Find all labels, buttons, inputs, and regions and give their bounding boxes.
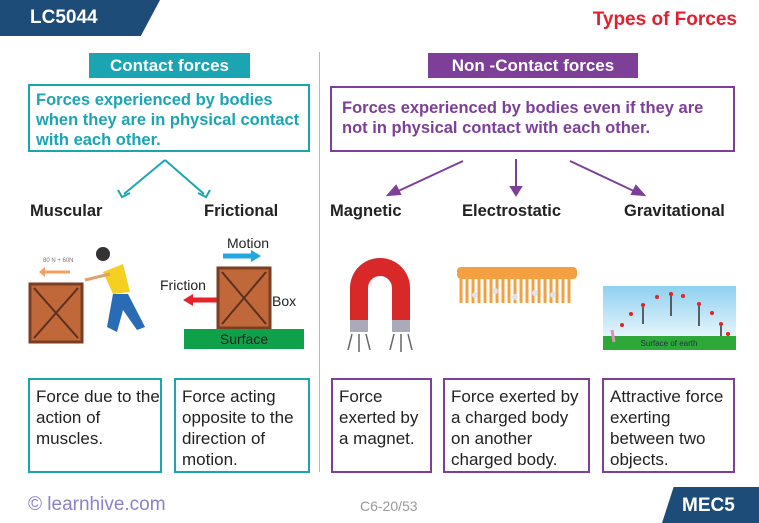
magnet-icon [347, 258, 413, 352]
frictional-description: Force acting opposite to the direction o… [174, 378, 310, 473]
module-code-badge: MEC5 [662, 487, 759, 523]
contact-forces-label: Contact forces [89, 53, 250, 78]
gravity-illustration: Surface of earth [603, 286, 736, 350]
contact-definition: Forces experienced by bodies when they a… [28, 84, 310, 152]
earth-surface-label: Surface of earth [641, 339, 698, 348]
lesson-code-banner: LC5044 [0, 0, 160, 36]
non-contact-definition: Forces experienced by bodies even if the… [330, 86, 735, 152]
motion-label: Motion [227, 235, 269, 251]
magnetic-description: Force exerted by a magnet. [331, 378, 432, 473]
electrostatic-description: Force exerted by a charged body on anoth… [443, 378, 590, 473]
magnetic-label: Magnetic [330, 202, 402, 220]
divider [319, 52, 320, 472]
page-title: Types of Forces [592, 9, 737, 30]
muscular-label: Muscular [30, 202, 103, 220]
box-label: Box [272, 293, 296, 309]
frictional-label: Frictional [204, 202, 279, 220]
friction-illustration: Motion Friction Box Surface [160, 235, 304, 349]
page-number: C6-20/53 [360, 498, 418, 514]
surface-label: Surface [220, 331, 268, 347]
friction-label: Friction [160, 277, 206, 293]
muscular-illustration: 80 N + 60N [28, 247, 145, 344]
gravitational-description: Attractive force exerting between two ob… [602, 378, 735, 473]
non-contact-forces-label: Non -Contact forces [428, 53, 638, 78]
non-contact-arrows [385, 159, 647, 197]
electrostatic-label: Electrostatic [462, 202, 562, 220]
copyright-link[interactable]: © learnhive.com [28, 494, 166, 515]
gravitational-label: Gravitational [624, 202, 725, 220]
muscular-description: Force due to the action of muscles. [28, 378, 162, 473]
contact-arrows [117, 159, 211, 199]
comb-icon [457, 267, 577, 303]
force-text: 80 N + 60N [43, 258, 74, 264]
